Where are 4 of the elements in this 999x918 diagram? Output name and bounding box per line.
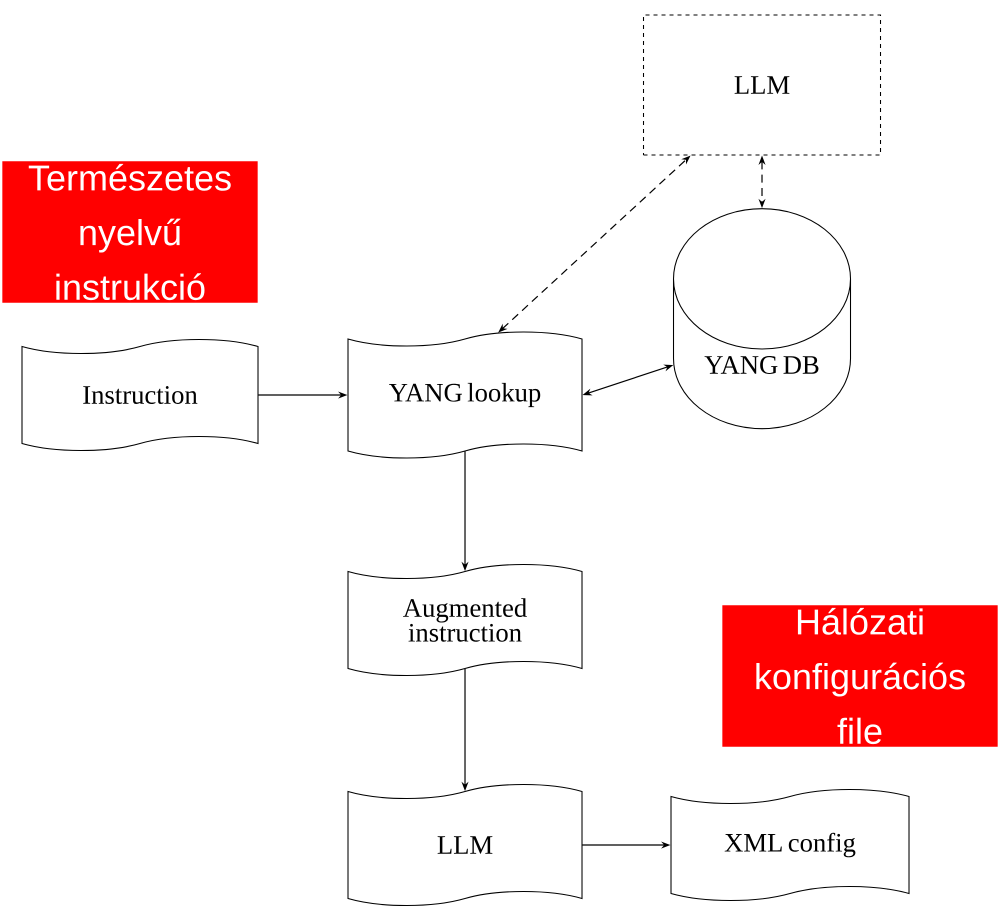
highlight-label: Hálózati konfigurációs file xyxy=(722,605,998,747)
highlight-label: Természetes nyelvű instrukció xyxy=(2,161,258,303)
database-cylinder: YANG DB xyxy=(672,208,852,430)
model-box: LLM xyxy=(642,14,882,156)
